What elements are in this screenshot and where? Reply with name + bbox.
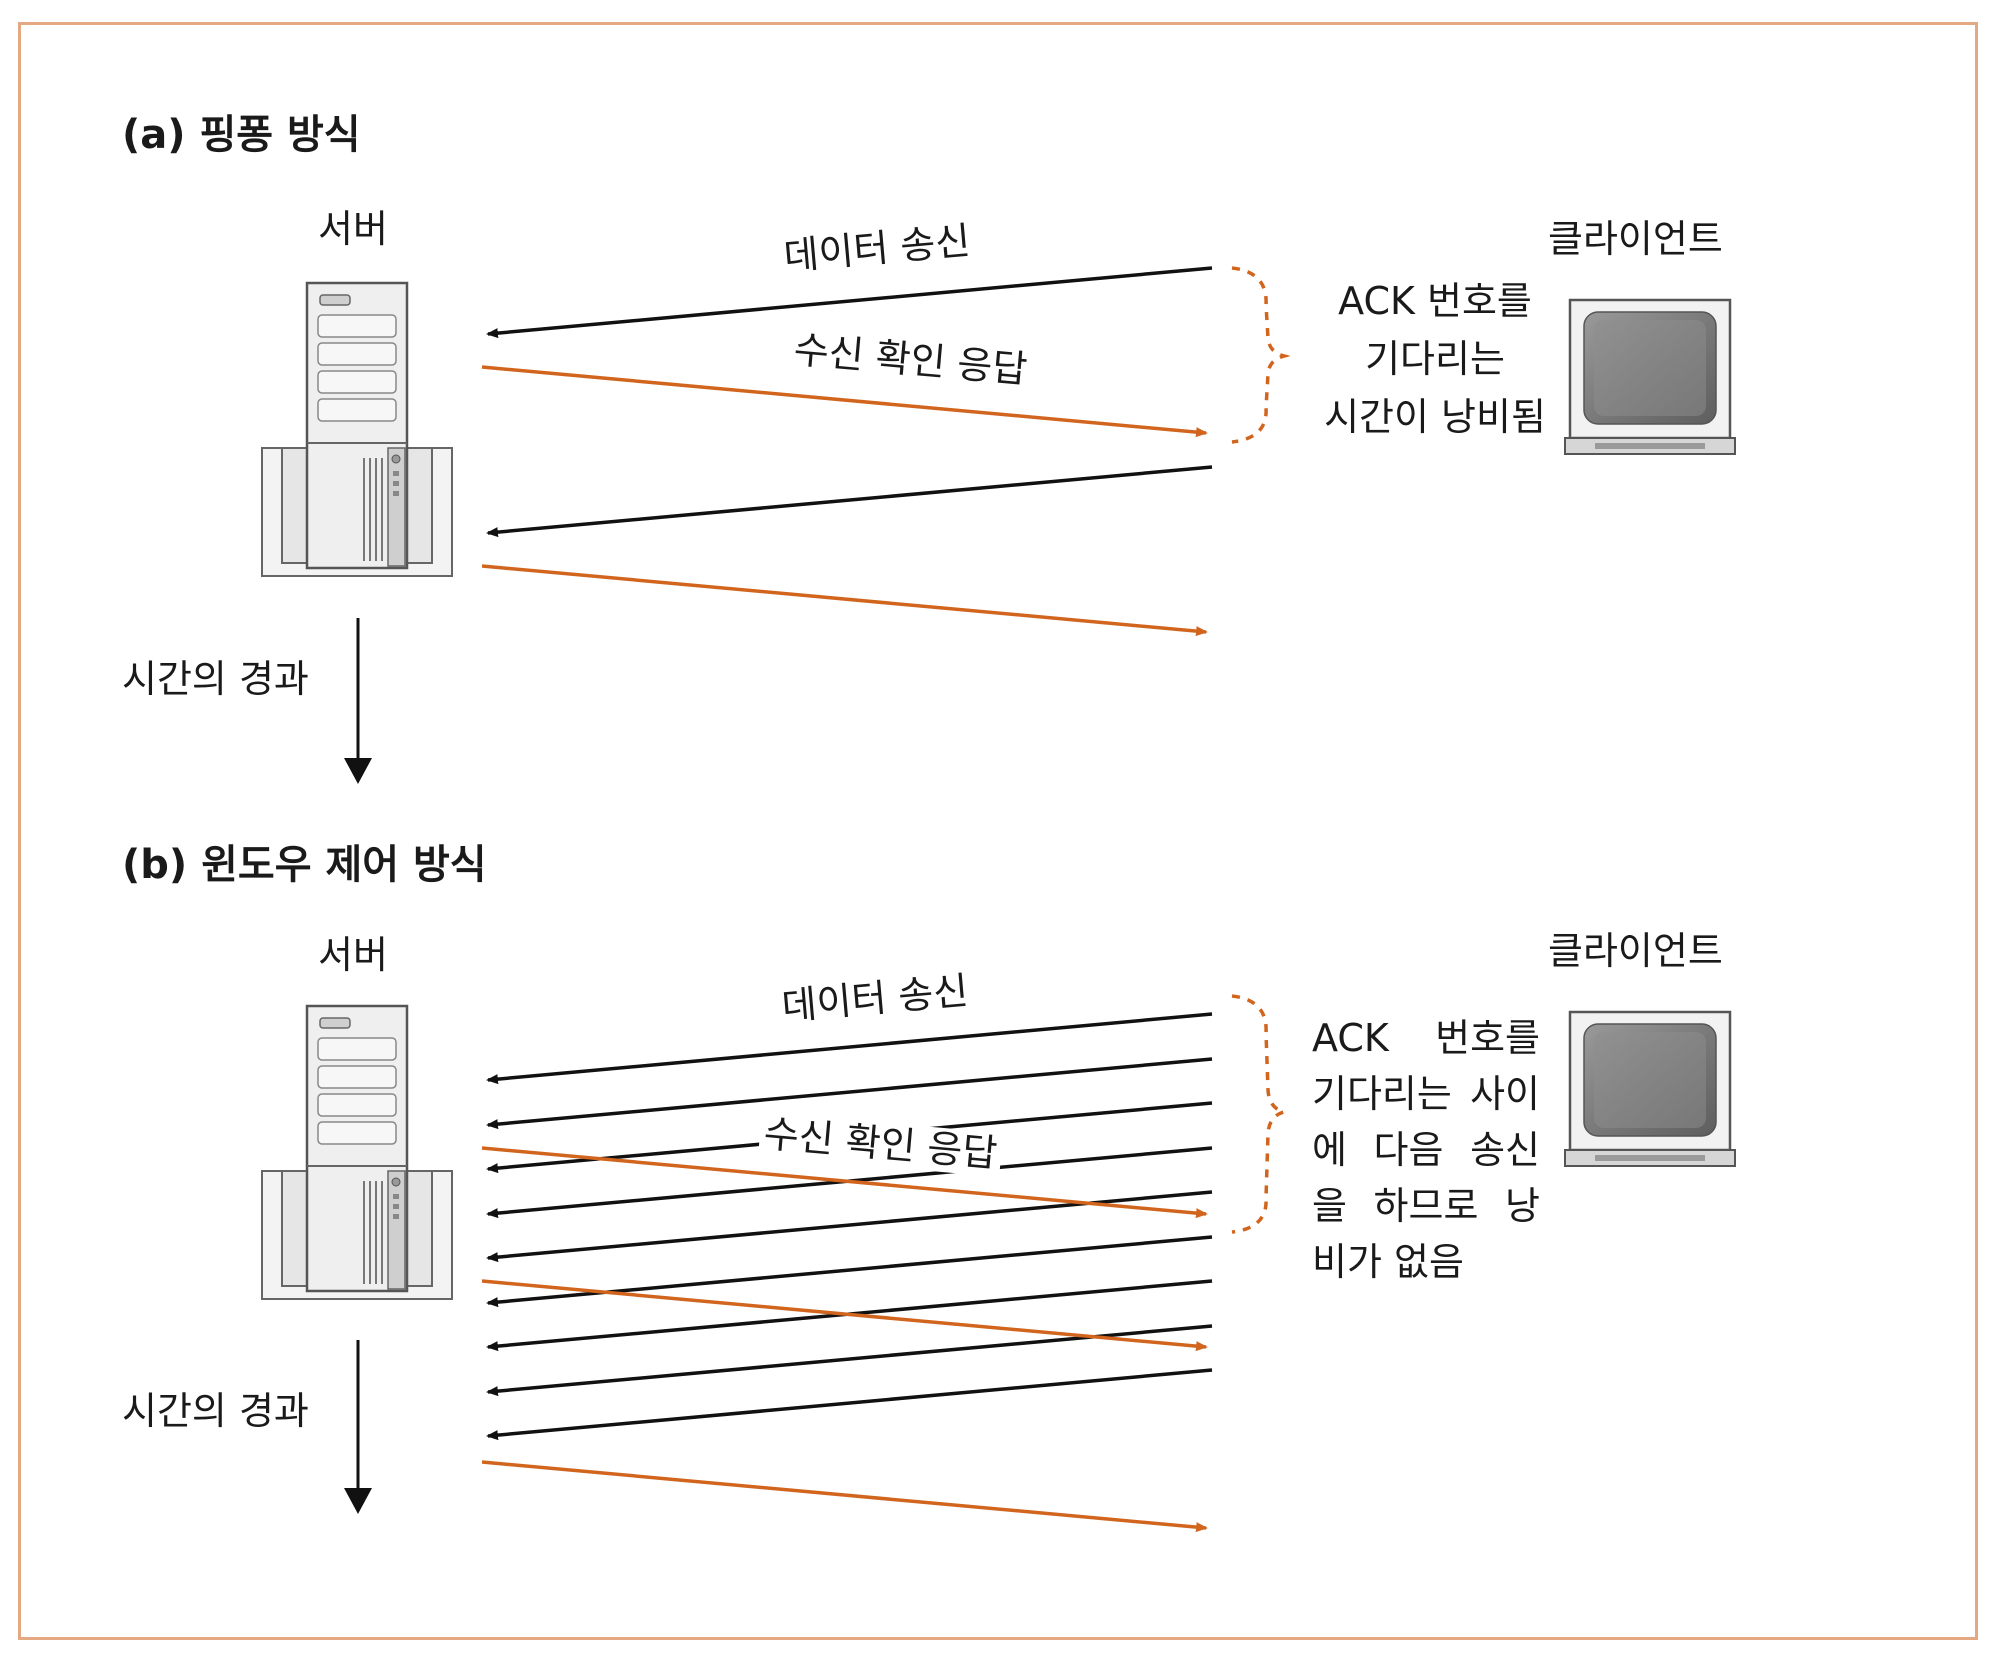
section-b-title: (b) 윈도우 제어 방식	[122, 842, 487, 888]
wait-note-b-line-5: 비가 없음	[1312, 1240, 1464, 1284]
server-icon-b	[260, 1004, 454, 1301]
wait-note-b-line-4: 을 하므로 낭	[1312, 1184, 1540, 1228]
time-axis-arrowhead-b	[344, 1488, 372, 1514]
wait-note-b-line-2: 기다리는 사이	[1312, 1072, 1540, 1116]
wait-brace-b	[1231, 994, 1291, 1234]
time-axis-arrowhead-a	[344, 758, 372, 784]
client-label-a: 클라이언트	[1548, 217, 1723, 261]
section-a-title: (a) 핑퐁 방식	[122, 112, 361, 158]
ack-arrow-b-1	[481, 1146, 1208, 1219]
server-label-a: 서버	[318, 207, 388, 251]
data-arrow-a-2	[486, 465, 1213, 538]
ack-arrow-a-1	[481, 365, 1208, 438]
wait-note-a: ACK 번호를 기다리는 시간이 낭비됨	[1310, 272, 1560, 446]
data-arrow-a-1	[486, 266, 1213, 339]
wait-note-b: ACK 번호를 기다리는 사이 에 다음 송신 을 하므로 낭 비가 없음	[1312, 1010, 1540, 1290]
client-label-b: 클라이언트	[1548, 929, 1723, 973]
time-label-b: 시간의 경과	[122, 1389, 309, 1433]
wait-brace-a	[1231, 266, 1291, 444]
ack-arrow-b-3	[481, 1460, 1208, 1533]
wait-note-b-line-3: 에 다음 송신	[1312, 1128, 1540, 1172]
wait-note-b-line-1: ACK 번호를	[1312, 1016, 1540, 1060]
data-arrow-b-2	[486, 1057, 1213, 1130]
client-monitor-icon-a	[1563, 298, 1737, 456]
server-icon-a	[260, 281, 454, 578]
wait-note-a-line-2: 기다리는	[1365, 337, 1505, 381]
client-monitor-icon-b	[1563, 1010, 1737, 1168]
ack-arrow-a-2	[481, 564, 1208, 637]
ack-arrow-b-2	[481, 1279, 1208, 1352]
data-arrow-b-1	[486, 1012, 1213, 1085]
wait-note-a-line-3: 시간이 낭비됨	[1324, 395, 1546, 439]
wait-note-a-line-1: ACK 번호를	[1338, 279, 1532, 323]
time-label-a: 시간의 경과	[122, 657, 309, 701]
server-label-b: 서버	[318, 933, 388, 977]
data-arrow-b-9	[486, 1368, 1213, 1441]
